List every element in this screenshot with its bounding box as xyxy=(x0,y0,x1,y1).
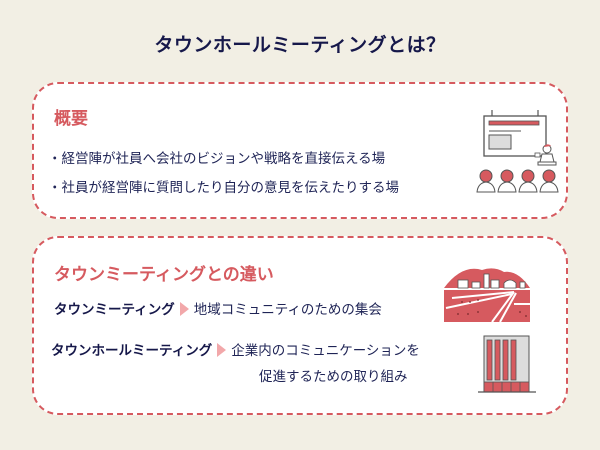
term-description: 企業内のコミュニケーションを xyxy=(231,343,420,359)
overview-bullet: ・社員が経営陣に質問したり自分の意見を伝えたりする場 xyxy=(48,180,399,196)
town-landscape-icon xyxy=(444,268,530,323)
difference-heading: タウンミーティングとの違い xyxy=(54,265,274,285)
term-description-line2: 促進するための取り組み xyxy=(259,369,408,385)
triangle-arrow-icon xyxy=(179,302,189,316)
term-label: タウンホールミーティング xyxy=(51,343,213,359)
overview-bullet: ・経営陣が社員へ会社のビジョンや戦略を直接伝える場 xyxy=(48,151,386,167)
term-label: タウンミーティング xyxy=(54,302,175,318)
term-description: 地域コミュニティのための集会 xyxy=(193,302,382,318)
comparison-row-townhall-meeting: タウンホールミーティング 企業内のコミュニケーションを xyxy=(51,339,420,359)
difference-card: タウンミーティングとの違い タウンミーティング 地域コミュニティのための集会 タウ… xyxy=(32,236,568,415)
overview-card: 概要 ・経営陣が社員へ会社のビジョンや戦略を直接伝える場 ・社員が経営陣に質問し… xyxy=(32,82,568,219)
overview-heading: 概要 xyxy=(54,109,88,129)
page-title: タウンホールミーティングとは？ xyxy=(154,34,446,56)
triangle-arrow-icon xyxy=(217,343,227,357)
presentation-audience-icon xyxy=(476,110,559,193)
comparison-row-town-meeting: タウンミーティング 地域コミュニティのための集会 xyxy=(54,298,382,318)
office-building-icon xyxy=(478,335,536,393)
